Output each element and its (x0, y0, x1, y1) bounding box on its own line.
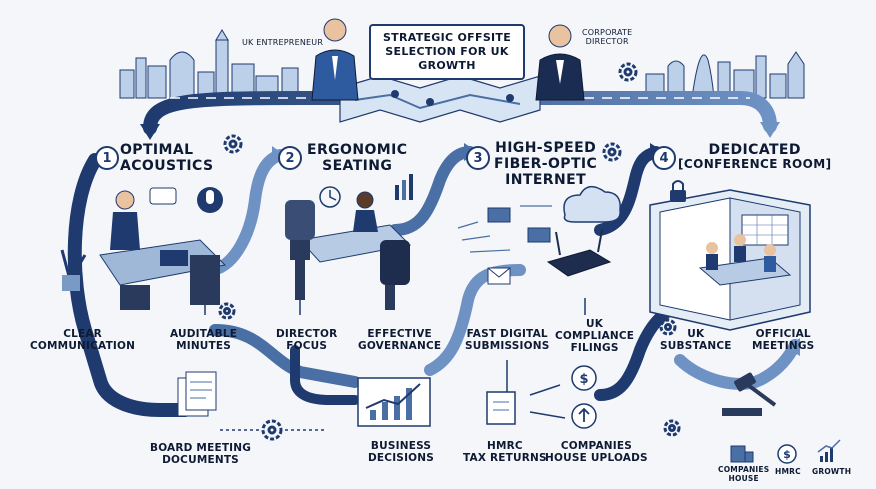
benefit-clear-communication: CLEAR COMMUNICATION (30, 328, 135, 352)
conference-room-scene (649, 180, 811, 331)
benefit-fast-digital-submissions-line1: FAST DIGITAL (466, 328, 548, 340)
benefit-uk-compliance-filings-line3: FILINGS (570, 342, 619, 355)
benefit-director-focus-line1: DIRECTOR (276, 328, 338, 340)
output-board-meeting-documents: BOARD MEETING DOCUMENTS (150, 442, 251, 466)
entrepreneur-label: UK ENTREPRENEUR (242, 38, 324, 47)
director-label: CORPORATE DIRECTOR (582, 28, 632, 46)
output-companies-house-uploads-line2: HOUSE UPLOADS (545, 452, 648, 465)
output-companies-house-uploads: COMPANIES HOUSE UPLOADS (545, 440, 648, 464)
output-business-decisions-line2: DECISIONS (368, 452, 435, 465)
step-4-title-line2: [CONFERENCE ROOM] (678, 157, 832, 172)
step-1-title: OPTIMAL ACOUSTICS (120, 142, 213, 174)
output-board-meeting-documents-line1: BOARD MEETING (150, 442, 252, 454)
journey-road-lower-2 (290, 345, 360, 405)
step-1-title-line2: ACOUSTICS (120, 158, 214, 175)
legend-companies-house: COMPANIES HOUSE (718, 465, 770, 483)
ergonomic-seating-scene (285, 174, 413, 310)
benefit-official-meetings: OFFICIAL MEETINGS (752, 328, 814, 352)
arrow-head-top-left (140, 124, 160, 140)
tax-document-icon (486, 391, 516, 425)
legend-companies-house-line1: COMPANIES (718, 465, 770, 474)
journey-road-lower-5 (674, 339, 801, 390)
director-label-line1: CORPORATE (582, 28, 633, 37)
benefit-uk-compliance-filings-line1: UK (586, 318, 604, 330)
director-figure (535, 24, 585, 101)
business-chart-illustration (357, 377, 431, 427)
output-companies-house-uploads-line1: COMPANIES (560, 440, 632, 452)
journey-road-left (67, 153, 192, 417)
benefit-auditable-minutes-line1: AUDITABLE (170, 328, 238, 340)
building-icon (730, 445, 754, 463)
map-illustration (339, 75, 541, 123)
fiber-internet-scene (457, 186, 621, 285)
step-3-title-line1: HIGH-SPEED (495, 140, 597, 156)
svg-text:$: $ (783, 448, 791, 461)
step-3-title-line3: INTERNET (505, 172, 587, 189)
upload-icon (571, 403, 597, 429)
output-hmrc-tax-returns: HMRC TAX RETURNS (463, 440, 547, 464)
benefit-director-focus: DIRECTOR FOCUS (276, 328, 337, 352)
director-label-line2: DIRECTOR (585, 37, 629, 47)
output-business-decisions: BUSINESS DECISIONS (368, 440, 434, 464)
step-2-title-line2: SEATING (322, 158, 393, 175)
benefit-clear-communication-line2: COMMUNICATION (30, 340, 136, 353)
acoustics-meeting-scene (60, 187, 227, 310)
legend-hmrc: HMRC (775, 467, 801, 476)
benefit-director-focus-line2: FOCUS (286, 340, 328, 353)
gear-icon (218, 62, 681, 441)
page-title-text: STRATEGIC OFFSITE SELECTION FOR UK GROWT… (382, 30, 512, 73)
step-2-title-line1: ERGONOMIC (307, 142, 408, 158)
journey-road-lower-3 (424, 264, 526, 376)
gavel-icon (722, 372, 777, 416)
hmrc-dollar-icon: $ (571, 365, 597, 391)
benefit-effective-governance-line2: GOVERNANCE (358, 340, 442, 353)
step-4-title: DEDICATED [CONFERENCE ROOM] (678, 142, 831, 172)
journey-road-1-2 (204, 149, 286, 276)
benefit-effective-governance: EFFECTIVE GOVERNANCE (358, 328, 441, 352)
legend-growth: GROWTH (812, 467, 852, 476)
step-2-number: 2 (278, 146, 302, 170)
benefit-auditable-minutes-line2: MINUTES (176, 340, 232, 353)
documents-illustration (177, 371, 217, 417)
output-business-decisions-line1: BUSINESS (370, 440, 432, 452)
step-3-title: HIGH-SPEED FIBER-OPTIC INTERNET (494, 140, 597, 188)
output-hmrc-tax-returns-line1: HMRC (486, 440, 523, 452)
benefit-uk-substance: UK SUBSTANCE (660, 328, 732, 352)
output-board-meeting-documents-line2: DOCUMENTS (162, 454, 239, 467)
benefit-uk-substance-line2: SUBSTANCE (660, 340, 732, 353)
step-3-title-line2: FIBER-OPTIC (494, 156, 598, 173)
benefit-clear-communication-line1: CLEAR (63, 328, 102, 340)
legend-companies-house-line2: HOUSE (728, 473, 759, 483)
benefit-effective-governance-line1: EFFECTIVE (367, 328, 432, 340)
benefit-uk-compliance-filings-line2: COMPLIANCE (555, 330, 635, 343)
benefit-uk-substance-line1: UK (687, 328, 705, 340)
output-hmrc-tax-returns-line2: TAX RETURNS (463, 452, 547, 465)
arrow-head-top-right (760, 122, 780, 138)
step-4-number: 4 (652, 146, 676, 170)
step-3-number: 3 (466, 146, 490, 170)
step-1-title-line1: OPTIMAL (120, 142, 194, 158)
journey-road-2-3 (389, 146, 476, 236)
growth-chart-icon (817, 439, 841, 462)
page-title: STRATEGIC OFFSITE SELECTION FOR UK GROWT… (369, 24, 525, 80)
benefit-official-meetings-line1: OFFICIAL (755, 328, 811, 340)
journey-road-3-4 (594, 146, 662, 236)
svg-text:$: $ (579, 372, 588, 387)
benefit-fast-digital-submissions: FAST DIGITAL SUBMISSIONS (465, 328, 549, 352)
benefit-auditable-minutes: AUDITABLE MINUTES (170, 328, 237, 352)
step-2-title: ERGONOMIC SEATING (307, 142, 407, 174)
entrepreneur-figure (311, 18, 359, 101)
flow-arrows (204, 298, 586, 431)
step-4-title-line1: DEDICATED (708, 142, 801, 158)
step-1-number: 1 (95, 146, 119, 170)
benefit-official-meetings-line2: MEETINGS (752, 340, 815, 353)
benefit-uk-compliance-filings: UK COMPLIANCE FILINGS (555, 318, 634, 354)
dollar-icon: $ (777, 444, 797, 464)
benefit-fast-digital-submissions-line2: SUBMISSIONS (465, 340, 550, 353)
